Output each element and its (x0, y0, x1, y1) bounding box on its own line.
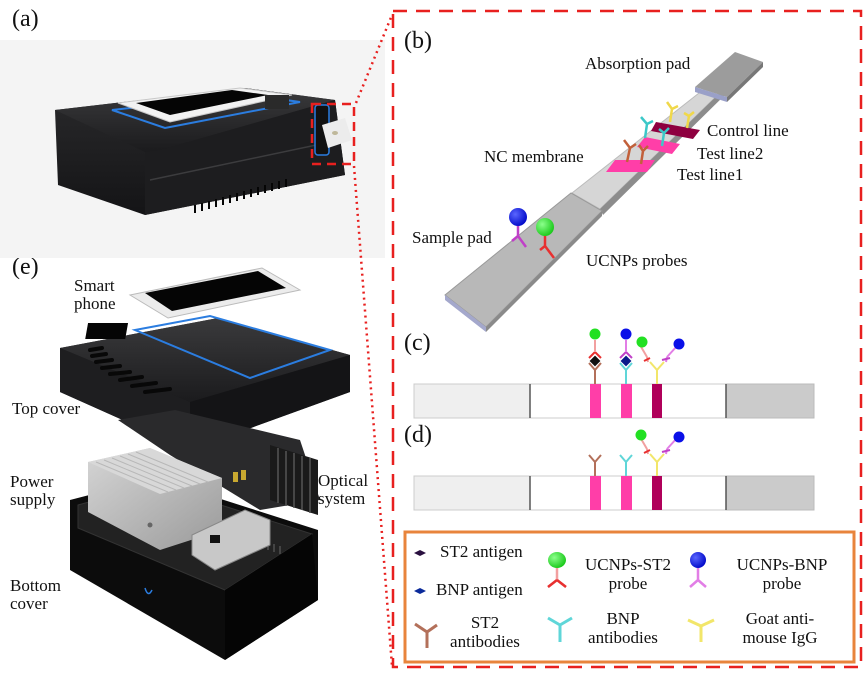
test-line-2-3d (637, 137, 680, 154)
zoom-frame (391, 9, 863, 669)
legend-bnp-antigen: BNP antigen (436, 580, 523, 599)
control-line-3d (651, 122, 700, 139)
legend-bnp-antibodies: BNP antibodies (588, 609, 658, 647)
control-line-label: Control line (707, 121, 789, 140)
bnp-antibody-icon (547, 616, 573, 642)
goat-igg-icon (687, 618, 715, 642)
legend-st2-antigen: ST2 antigen (440, 542, 523, 561)
control-line (652, 384, 662, 418)
device-exploded (60, 267, 350, 660)
power-supply-label: Power supply (10, 472, 56, 509)
strip-c (413, 328, 815, 419)
optical-system-label: Optical system (318, 471, 369, 508)
absorption-pad-label: Absorption pad (585, 54, 691, 73)
test-line-2 (621, 384, 632, 418)
strip-d (413, 429, 815, 511)
legend-ucnps-st2-probe: UCNPs-ST2 probe (585, 555, 671, 593)
zoom-connector-top (354, 14, 394, 104)
ucnps-bnp-probe-icon (689, 552, 707, 588)
top-cover-label: Top cover (12, 399, 81, 418)
lateral-flow-strip-3d (444, 52, 763, 332)
panel-e-label: (e) (12, 254, 39, 280)
panel-c-label: (c) (404, 330, 431, 356)
ucnps-probes-label: UCNPs probes (586, 251, 688, 270)
bottom-cover-label: Bottom cover (10, 576, 62, 613)
bnp-antigen-icon (414, 588, 426, 594)
test-line-1 (590, 384, 601, 418)
test-line2-label: Test line2 (697, 144, 764, 163)
nc-membrane-label: NC membrane (484, 147, 584, 166)
legend-icons (414, 550, 715, 648)
st2-antibody-icon (414, 622, 438, 648)
legend-ucnps-bnp-probe: UCNPs-BNP probe (736, 555, 828, 593)
legend-goat-igg: Goat anti-mouse IgG (742, 609, 818, 647)
panel-b-label: (b) (404, 28, 432, 54)
st2-antigen-icon (414, 550, 426, 556)
test-line-1-3d (606, 160, 655, 172)
sample-pad-label: Sample pad (412, 228, 492, 247)
smart-phone-label: Smart phone (74, 276, 116, 313)
ucnps-st2-probe-icon (547, 552, 567, 588)
legend-box (403, 530, 856, 664)
test-line1-label: Test line1 (677, 165, 744, 184)
panel-d-label: (d) (404, 422, 432, 448)
panel-a-label: (a) (12, 6, 39, 32)
device-assembled (55, 87, 356, 215)
legend-st2-antibodies: ST2 antibodies (450, 613, 520, 651)
